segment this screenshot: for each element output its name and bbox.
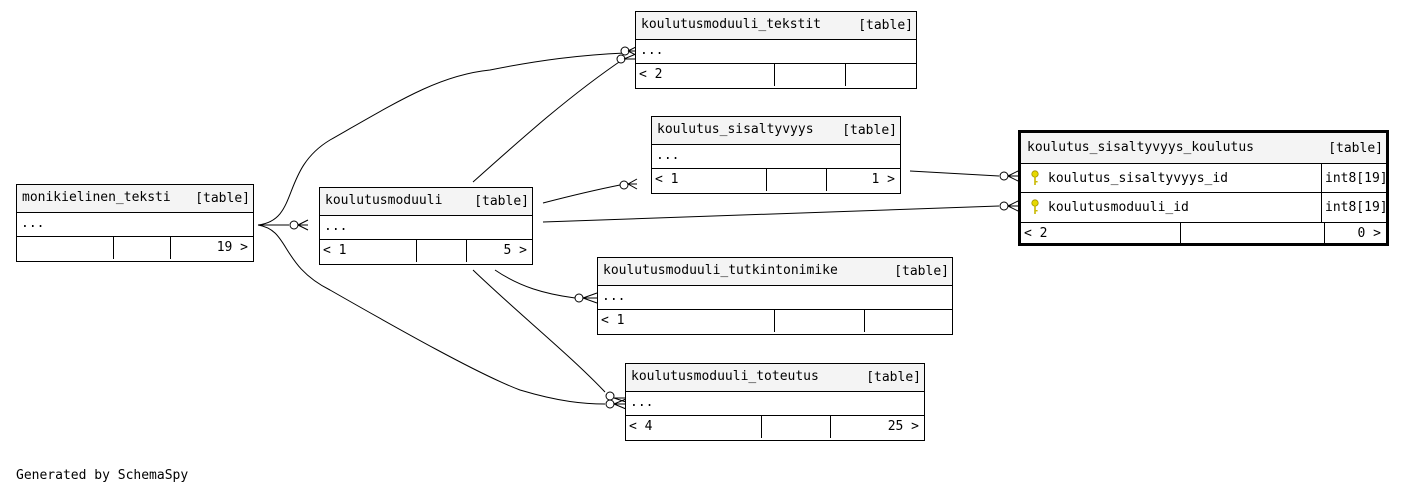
column-name[interactable]: koulutusmoduuli_id	[1048, 200, 1189, 215]
optional-marker	[616, 54, 626, 64]
table-type: [table]	[866, 370, 921, 385]
table-koulutus-sisaltyvyys-koulutus[interactable]: koulutus_sisaltyvyys_koulutus [table] ko…	[1018, 130, 1389, 246]
generator-credit: Generated by SchemaSpy	[16, 468, 189, 483]
table-koulutusmoduuli-tekstit[interactable]: koulutusmoduuli_tekstit [table] ... < 2	[635, 11, 917, 89]
parent-count[interactable]: < 4	[629, 419, 653, 434]
child-count[interactable]	[864, 310, 952, 332]
optional-marker	[289, 220, 299, 230]
crowfoot	[613, 398, 627, 410]
row-count	[774, 64, 845, 86]
optional-marker	[574, 293, 584, 303]
crowfoot	[582, 292, 598, 304]
optional-marker	[999, 201, 1009, 211]
table-name[interactable]: koulutusmoduuli	[325, 193, 443, 208]
table-koulutusmoduuli-tutkintonimike[interactable]: koulutusmoduuli_tutkintonimike [table] .…	[597, 257, 953, 335]
optional-marker	[999, 171, 1009, 181]
optional-marker	[605, 399, 615, 409]
child-count[interactable]: 25 >	[830, 416, 924, 438]
crowfoot	[297, 219, 309, 231]
parent-count[interactable]: < 2	[639, 67, 663, 82]
edge-monikielinen-to-toteutus	[257, 224, 606, 405]
table-name[interactable]: koulutusmoduuli_tekstit	[641, 17, 822, 32]
column-type: int8[19]	[1321, 193, 1388, 222]
parent-count[interactable]: < 2	[1024, 226, 1048, 241]
table-name[interactable]: koulutusmoduuli_tutkintonimike	[603, 263, 838, 278]
columns-ellipsis: ...	[320, 216, 532, 240]
crowfoot	[1007, 170, 1019, 182]
table-footer: < 1 5 >	[320, 240, 532, 262]
edge-koulutusmoduuli-to-tutkintonimike	[494, 269, 576, 299]
table-footer: < 2	[636, 64, 916, 86]
table-koulutusmoduuli-toteutus[interactable]: koulutusmoduuli_toteutus [table] ... < 4…	[625, 363, 925, 441]
table-header: koulutus_sisaltyvyys_koulutus [table]	[1021, 133, 1386, 164]
table-name[interactable]: koulutusmoduuli_toteutus	[631, 369, 819, 384]
edge-koulutusmoduuli-to-tekstit	[472, 57, 626, 183]
parent-count[interactable]	[17, 237, 113, 259]
parent-count[interactable]: < 1	[601, 313, 625, 328]
row-count	[766, 169, 826, 191]
table-header: koulutusmoduuli_toteutus [table]	[626, 364, 924, 392]
edge-sisaltyvyys-to-ssk	[909, 170, 1000, 177]
key-icon	[1031, 199, 1039, 214]
child-count[interactable]	[845, 64, 916, 86]
edge-koulutusmoduuli-to-sisaltyvyys	[542, 184, 621, 204]
table-type: [table]	[858, 18, 913, 33]
table-name[interactable]: monikielinen_teksti	[22, 190, 171, 205]
edge-monikielinen-to-tekstit	[257, 52, 626, 226]
edge-koulutusmoduuli-to-ssk	[542, 205, 1000, 223]
table-koulutus-sisaltyvyys[interactable]: koulutus_sisaltyvyys [table] ... < 1 1 >	[651, 116, 901, 194]
child-count[interactable]: 5 >	[466, 240, 532, 262]
row-count	[416, 240, 466, 262]
edge-koulutusmoduuli-to-toteutus	[472, 269, 606, 393]
table-name[interactable]: koulutus_sisaltyvyys	[657, 122, 814, 137]
columns-list: koulutus_sisaltyvyys_id int8[19] koulutu…	[1021, 164, 1388, 223]
columns-ellipsis: ...	[636, 40, 916, 64]
optional-marker	[620, 46, 630, 56]
child-count[interactable]: 0 >	[1324, 223, 1386, 245]
table-header: koulutus_sisaltyvyys [table]	[652, 117, 900, 145]
table-footer: 19 >	[17, 237, 253, 259]
table-footer: < 2 0 >	[1021, 223, 1386, 245]
table-header: koulutusmoduuli_tekstit [table]	[636, 12, 916, 40]
table-header: koulutusmoduuli [table]	[320, 188, 532, 216]
table-footer: < 1 1 >	[652, 169, 900, 191]
optional-marker	[619, 180, 629, 190]
column-type: int8[19]	[1321, 164, 1388, 192]
table-header: koulutusmoduuli_tutkintonimike [table]	[598, 258, 952, 286]
row-count	[774, 310, 864, 332]
table-monikielinen-teksti[interactable]: monikielinen_teksti [table] ... 19 >	[16, 184, 254, 262]
table-name[interactable]: koulutus_sisaltyvyys_koulutus	[1027, 140, 1254, 155]
crowfoot	[627, 178, 638, 190]
column-row[interactable]: koulutusmoduuli_id int8[19]	[1021, 193, 1388, 222]
crowfoot	[623, 53, 637, 60]
row-count	[761, 416, 830, 438]
table-footer: < 1	[598, 310, 952, 332]
child-count[interactable]: 19 >	[170, 237, 253, 259]
optional-marker	[605, 391, 615, 401]
columns-ellipsis: ...	[626, 392, 924, 416]
child-count[interactable]: 1 >	[826, 169, 900, 191]
column-name[interactable]: koulutus_sisaltyvyys_id	[1048, 171, 1229, 186]
table-header: monikielinen_teksti [table]	[17, 185, 253, 213]
crowfoot	[613, 397, 627, 403]
table-type: [table]	[474, 194, 529, 209]
table-koulutusmoduuli[interactable]: koulutusmoduuli [table] ... < 1 5 >	[319, 187, 533, 265]
columns-ellipsis: ...	[17, 213, 253, 237]
parent-count[interactable]: < 1	[323, 243, 347, 258]
row-count	[1180, 223, 1324, 245]
table-footer: < 4 25 >	[626, 416, 924, 438]
row-count	[113, 237, 170, 259]
columns-ellipsis: ...	[598, 286, 952, 310]
table-type: [table]	[842, 123, 897, 138]
column-row[interactable]: koulutus_sisaltyvyys_id int8[19]	[1021, 164, 1388, 193]
parent-count[interactable]: < 1	[655, 172, 679, 187]
table-type: [table]	[195, 191, 250, 206]
table-type: [table]	[1328, 141, 1383, 156]
key-icon	[1031, 170, 1039, 185]
crowfoot	[1007, 200, 1019, 212]
table-type: [table]	[894, 264, 949, 279]
columns-ellipsis: ...	[652, 145, 900, 169]
